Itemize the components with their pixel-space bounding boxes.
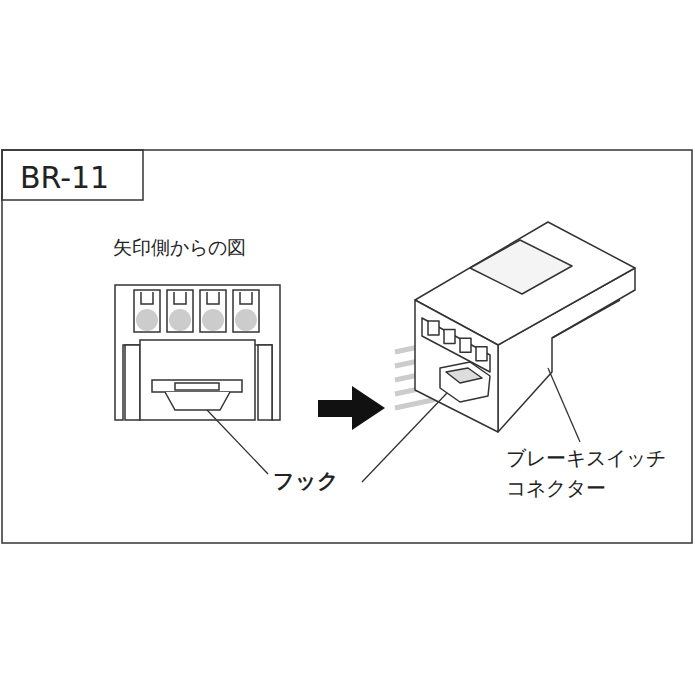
cavity-slot <box>167 290 193 332</box>
face-view <box>115 285 280 420</box>
frame <box>2 150 692 543</box>
figure-title: BR-11 <box>20 155 109 200</box>
cavity <box>460 338 471 352</box>
cavity <box>428 321 439 335</box>
terminal-dot <box>169 309 191 331</box>
cavity <box>444 330 455 344</box>
part-label: ブレーキスイッチ コネクター <box>506 443 682 503</box>
cavity-notch <box>141 292 153 304</box>
cavity-slot <box>233 290 259 332</box>
part-label: フック <box>273 466 339 498</box>
terminal-dot <box>202 309 224 331</box>
cavity-notch <box>240 292 252 304</box>
cavity-slot <box>200 290 226 332</box>
cavity-slot <box>134 290 160 332</box>
cavity-notch <box>174 292 186 304</box>
brake-switch-connector <box>415 222 635 432</box>
terminal-dot <box>136 309 158 331</box>
view-arrow <box>318 386 385 430</box>
cavity-notch <box>207 292 219 304</box>
terminal-dot <box>235 309 257 331</box>
cavity <box>476 347 487 361</box>
part-label: 矢印側からの図 <box>113 233 246 262</box>
